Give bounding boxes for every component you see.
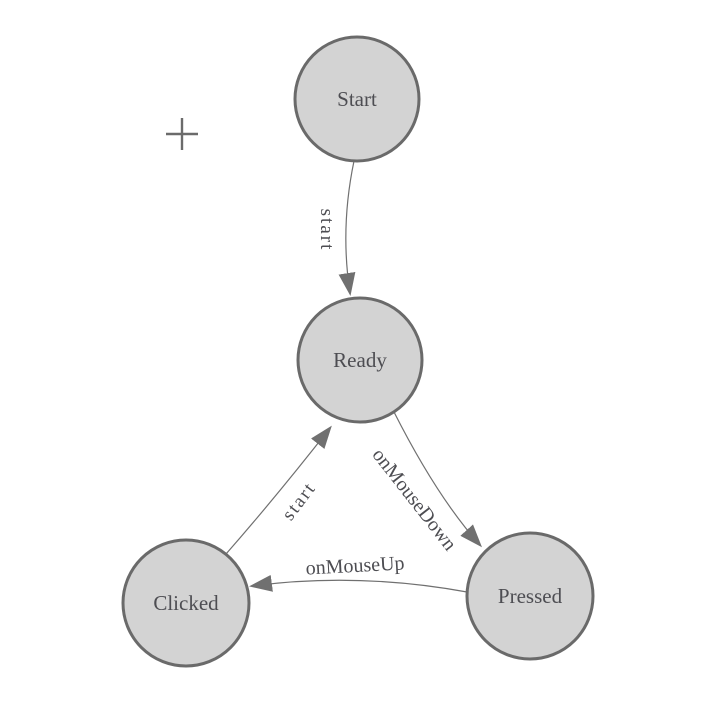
state-node-ready[interactable]: Ready xyxy=(296,296,424,424)
state-node-circle[interactable] xyxy=(465,531,595,661)
state-node-start-label: Start xyxy=(337,87,377,111)
edge-path[interactable] xyxy=(225,425,332,555)
edge-path[interactable] xyxy=(393,411,483,548)
state-node-clicked[interactable]: Clicked xyxy=(121,538,251,668)
edge-label-start-1: start xyxy=(316,209,337,252)
state-node-circle[interactable] xyxy=(293,35,421,163)
state-node-circle[interactable] xyxy=(296,296,424,424)
edge-path[interactable] xyxy=(338,160,356,296)
edge-path[interactable] xyxy=(249,574,468,593)
state-node-pressed[interactable]: Pressed xyxy=(465,531,595,661)
state-node-circle[interactable] xyxy=(121,538,251,668)
state-node-clicked-label: Clicked xyxy=(153,591,219,615)
state-node-start[interactable]: Start xyxy=(293,35,421,163)
edge-ready-to-pressed[interactable]: onMouseDown xyxy=(368,411,483,555)
edge-label-onmousedown: onMouseDown xyxy=(368,444,461,555)
edge-clicked-to-ready[interactable]: start xyxy=(225,425,332,555)
state-node-pressed-label: Pressed xyxy=(498,584,563,608)
edge-pressed-to-clicked[interactable]: onMouseUp xyxy=(249,552,468,593)
edge-start-to-ready[interactable]: start xyxy=(316,160,356,296)
crosshair-plus-icon xyxy=(166,118,198,150)
state-node-ready-label: Ready xyxy=(333,348,387,372)
edge-label-onmouseup: onMouseUp xyxy=(305,552,405,579)
